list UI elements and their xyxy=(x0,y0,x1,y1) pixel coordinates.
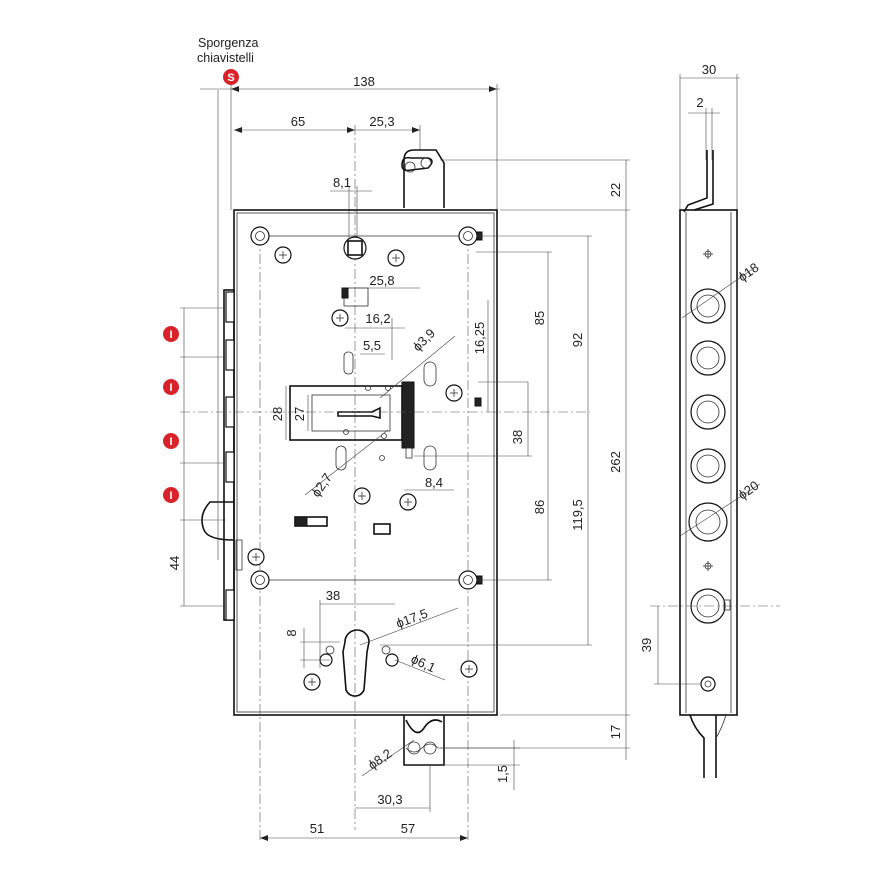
badge-i-3: I xyxy=(163,433,179,449)
dimension-262: 262 xyxy=(608,210,627,715)
dimension-30-3: 30,3 xyxy=(355,765,431,812)
top-latch-tab xyxy=(401,149,445,208)
svg-text:I: I xyxy=(169,490,172,502)
dim-28-label: 28 xyxy=(270,407,285,421)
dim-85-label: 85 xyxy=(532,311,547,325)
dim-65-label: 65 xyxy=(291,114,305,129)
dim-38-bottom-label: 38 xyxy=(326,588,340,603)
badge-i-icon xyxy=(163,379,179,395)
dim-119-5-label: 119,5 xyxy=(570,499,585,531)
bottom-latch-tab xyxy=(403,715,445,766)
dim-phi-6-1-label: ϕ6,1 xyxy=(409,651,438,675)
dim-8-label: 8 xyxy=(284,629,299,636)
dimension-138: 138 xyxy=(200,74,500,210)
dim-27-label: 27 xyxy=(292,407,307,421)
dimension-92: 92 xyxy=(476,235,592,412)
dimension-16-25: 16,25 xyxy=(472,300,528,412)
dimension-38-bottom: 38 xyxy=(319,588,395,668)
dim-86-label: 86 xyxy=(532,500,547,514)
side-view: 30 2 ϕ18 ϕ20 39 xyxy=(639,62,780,778)
svg-text:I: I xyxy=(169,382,172,394)
badge-s-text: S xyxy=(227,72,234,84)
left-dimension-lines: 44 xyxy=(167,90,226,607)
protrusion-label-line2: chiavistelli xyxy=(197,51,254,65)
dim-44-label: 44 xyxy=(167,556,182,570)
dimension-phi-6-1: ϕ6,1 xyxy=(394,651,446,681)
square-hub-icon xyxy=(343,236,367,260)
dim-16-25-label: 16,25 xyxy=(472,322,487,355)
dim-30-3-label: 30,3 xyxy=(377,792,402,807)
dim-16-2-label: 16,2 xyxy=(365,311,390,326)
dim-17-label: 17 xyxy=(608,725,623,739)
side-bolt-icon xyxy=(690,394,726,430)
side-dim-30-label: 30 xyxy=(702,62,716,77)
dim-25-8-label: 25,8 xyxy=(369,273,394,288)
badge-i-2: I xyxy=(163,379,179,395)
side-dim-phi-20-label: ϕ20 xyxy=(735,478,761,503)
side-bolt-icon xyxy=(690,340,726,376)
dimension-8: 8 xyxy=(284,628,340,668)
badge-i-4: I xyxy=(163,487,179,503)
dimension-65: 65 xyxy=(234,114,355,133)
dimension-85: 85 xyxy=(476,251,552,412)
side-latch-icon xyxy=(688,502,728,542)
dimension-17: 17 xyxy=(440,714,630,760)
side-bolt-icon xyxy=(690,448,726,484)
badge-i-1: I xyxy=(163,326,179,342)
dimension-25-8: 25,8 xyxy=(356,273,420,304)
dimension-8-1: 8,1 xyxy=(330,175,372,240)
side-dim-phi-18-label: ϕ18 xyxy=(735,260,761,285)
dim-1-5-label: 1,5 xyxy=(495,765,510,783)
front-plate xyxy=(201,289,243,621)
dimension-phi-17-5: ϕ17,5 xyxy=(359,606,459,646)
protrusion-label-line1: Sporgenza xyxy=(198,36,259,50)
svg-text:I: I xyxy=(169,436,172,448)
dimension-5-5: 5,5 xyxy=(360,338,385,355)
dimension-8-4: 8,4 xyxy=(404,475,454,491)
dim-phi-8-2-label: ϕ8,2 xyxy=(365,746,394,773)
dim-phi-3-9-label: ϕ3,9 xyxy=(410,326,439,355)
dim-phi-17-5-label: ϕ17,5 xyxy=(394,606,430,631)
badge-s-icon xyxy=(223,69,239,85)
dim-51-label: 51 xyxy=(310,821,324,836)
dim-92-label: 92 xyxy=(570,333,585,347)
dim-22-label: 22 xyxy=(608,183,623,197)
mechanism xyxy=(289,287,482,535)
dimension-51-57: 51 57 xyxy=(260,821,468,841)
dim-138-label: 138 xyxy=(353,74,375,89)
lock-case-inner xyxy=(236,212,495,713)
badge-i-icon xyxy=(163,433,179,449)
dimension-22: 22 xyxy=(440,159,630,211)
dimension-25-3: 25,3 xyxy=(355,114,421,150)
badge-i-icon xyxy=(163,487,179,503)
side-bolt-icon xyxy=(690,288,726,324)
dim-8-4-label: 8,4 xyxy=(425,475,443,490)
phillips-screws xyxy=(247,246,478,691)
dim-57-label: 57 xyxy=(401,821,415,836)
dimension-28: 28 xyxy=(270,386,287,440)
svg-text:I: I xyxy=(169,329,172,341)
side-dim-39-label: 39 xyxy=(639,638,654,652)
dim-262-label: 262 xyxy=(608,451,623,473)
dimension-119-5: 119,5 xyxy=(380,412,592,646)
dim-5-5-label: 5,5 xyxy=(363,338,381,353)
dimension-86: 86 xyxy=(476,412,552,581)
lock-case-body xyxy=(233,209,498,716)
side-dim-2-label: 2 xyxy=(696,95,703,110)
dim-25-3-label: 25,3 xyxy=(369,114,394,129)
screw-bottom-left-icon xyxy=(250,570,270,590)
screw-top-left-icon xyxy=(250,226,270,246)
dimension-phi-3-9: ϕ3,9 xyxy=(379,326,456,399)
euro-cylinder-cutout xyxy=(319,629,399,697)
badge-i-icon xyxy=(163,326,179,342)
dimension-1-5: 1,5 xyxy=(444,740,520,790)
dimension-27: 27 xyxy=(292,395,309,431)
dim-8-1-label: 8,1 xyxy=(333,175,351,190)
dimension-16-2: 16,2 xyxy=(345,311,405,360)
dim-38-right-label: 38 xyxy=(510,430,525,444)
dimension-38-right: 38 xyxy=(414,382,532,457)
